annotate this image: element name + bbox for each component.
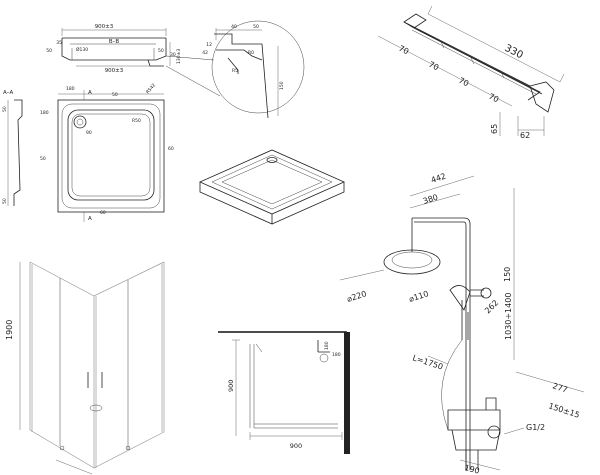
rail-depth: 62 bbox=[520, 131, 530, 140]
shower-enclosure: 1900 bbox=[5, 261, 165, 475]
plan-small-b: 180 bbox=[332, 352, 341, 358]
plan-side: 60 bbox=[168, 146, 174, 152]
plan-left-depth: 180 bbox=[40, 110, 49, 116]
detail-inner-b: R5 bbox=[232, 68, 238, 74]
tray-plan-view: A–A 50 50 180 50 R542 90 R50 60 180 50 A… bbox=[2, 82, 174, 222]
section-mark-a-bottom: A bbox=[88, 216, 92, 222]
plan-radius: R50 bbox=[132, 118, 141, 124]
rail-height: 65 bbox=[490, 124, 499, 134]
detail-top-a: 40 bbox=[231, 24, 237, 30]
diameter-220: ⌀220 bbox=[346, 289, 368, 304]
plan-top-b: 50 bbox=[112, 92, 118, 98]
dim-277: 277 bbox=[551, 381, 568, 394]
plan-left-height: 50 bbox=[2, 106, 8, 112]
tray-left-height: 35 bbox=[56, 40, 62, 46]
plan-bottom-left: 50 bbox=[2, 198, 8, 204]
plan-bottom-depth: 50 bbox=[40, 156, 46, 162]
plan-bottom-dim: 60 bbox=[100, 210, 106, 216]
section-a-label: A–A bbox=[3, 90, 14, 96]
rail-spacing-4: 70 bbox=[487, 92, 500, 105]
dim-442: 442 bbox=[430, 172, 447, 185]
tray-profile-section: 900±3 B–B 900±3 Ø130 35 50 50 30 130±3 bbox=[46, 24, 182, 74]
corner-plan-view: 180 180 900 900 bbox=[218, 331, 350, 454]
enclosure-height: 1900 bbox=[5, 320, 14, 340]
tray-side-b: 50 bbox=[158, 48, 164, 54]
section-b-label: B–B bbox=[109, 39, 120, 45]
dim-150-top: 150 bbox=[503, 267, 512, 282]
detail-top-b: 50 bbox=[253, 24, 259, 30]
tray-inner-width: 900±3 bbox=[105, 68, 124, 74]
edge-detail: 40 50 12 42 R0 R5 150 bbox=[165, 20, 305, 119]
hose-length: L=1750 bbox=[411, 353, 444, 371]
rail-length: 330 bbox=[503, 43, 525, 61]
plan-corner: R542 bbox=[145, 82, 157, 95]
detail-side-a: 12 bbox=[206, 42, 212, 48]
shower-rail: 330 70 70 70 70 62 65 bbox=[377, 5, 565, 140]
rail-spacing-2: 70 bbox=[427, 60, 440, 73]
tray-isometric bbox=[199, 149, 345, 225]
plan-small-a: 180 bbox=[324, 341, 330, 350]
tray-right-total: 130±3 bbox=[176, 49, 182, 64]
corner-width: 900 bbox=[290, 442, 302, 450]
plan-drain: 90 bbox=[86, 130, 92, 136]
dim-262: 262 bbox=[483, 298, 500, 315]
dim-380: 380 bbox=[422, 193, 439, 206]
height-range: 1030÷1400 bbox=[504, 293, 513, 340]
tray-right-height: 30 bbox=[170, 52, 176, 58]
section-mark-a-top: A bbox=[88, 90, 92, 96]
dim-150-15: 150±15 bbox=[547, 401, 580, 419]
detail-inner-a: R0 bbox=[248, 50, 254, 56]
rail-spacing-1: 70 bbox=[397, 44, 410, 57]
shower-system: 442 380 ⌀220 ⌀110 150 262 1030÷1400 L=17… bbox=[339, 172, 585, 475]
tray-side-a: 50 bbox=[46, 48, 52, 54]
rail-spacing-3: 70 bbox=[457, 76, 470, 89]
dim-190: 190 bbox=[464, 463, 481, 475]
thread-size: G1/2 bbox=[526, 423, 545, 432]
tray-overall-width: 900±3 bbox=[95, 24, 114, 30]
detail-height: 150 bbox=[279, 81, 285, 90]
plan-top-a: 180 bbox=[66, 86, 75, 92]
detail-side-b: 42 bbox=[202, 50, 208, 56]
diameter-110: ⌀110 bbox=[408, 289, 430, 304]
drain-hole-label: Ø130 bbox=[76, 46, 88, 53]
corner-depth: 900 bbox=[227, 380, 235, 392]
